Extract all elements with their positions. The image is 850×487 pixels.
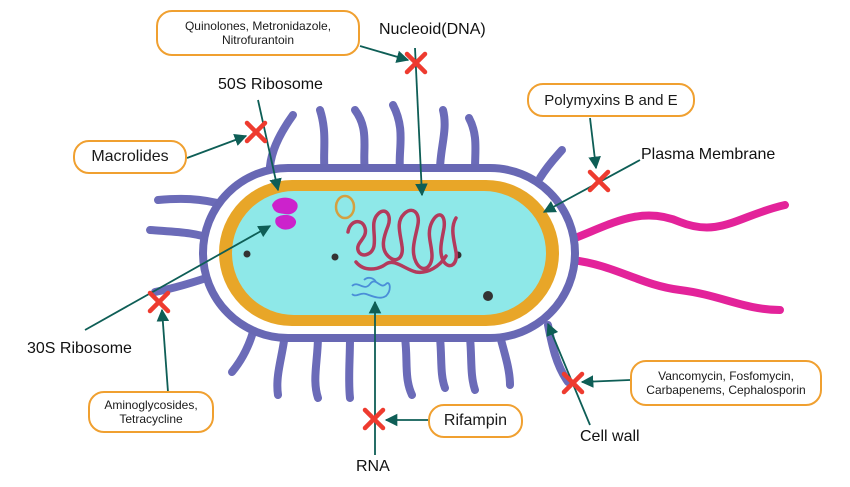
nucleoid-dna xyxy=(346,208,459,275)
cross-50s xyxy=(244,120,268,144)
drug-text: Nitrofurantoin xyxy=(221,33,295,47)
label-plasma-membrane: Plasma Membrane xyxy=(641,146,776,163)
rna-strand xyxy=(351,276,391,299)
cytoplasm xyxy=(232,191,546,315)
drug-text: Rifampin xyxy=(443,412,508,429)
arrow-macrolides xyxy=(186,134,248,159)
cross-nucleoid xyxy=(404,51,428,75)
drug-text: Macrolides xyxy=(91,148,169,165)
pointer-arrows xyxy=(84,45,641,455)
arrow-aminoglycosides xyxy=(156,308,170,393)
drug-text: Carbapenems, Cephalosporin xyxy=(646,383,806,397)
label-nucleoid: Nucleoid(DNA) xyxy=(379,21,486,38)
arrow-polymyxins xyxy=(588,117,601,170)
arrow-quinolones xyxy=(359,45,410,63)
label-rna: RNA xyxy=(356,458,390,475)
drug-text: Quinolones, Metronidazole, xyxy=(184,19,332,33)
drug-text: Aminoglycosides, xyxy=(104,398,198,412)
granule-dot xyxy=(243,250,251,258)
flagella xyxy=(566,201,789,314)
arrow-cell-wall xyxy=(546,322,591,426)
inhibition-crosses xyxy=(147,51,611,431)
drug-box-macrolides: Macrolides xyxy=(73,140,187,174)
label-cell-wall: Cell wall xyxy=(580,428,640,445)
drug-box-rifampin: Rifampin xyxy=(428,404,523,438)
label-50s-ribosome: 50S Ribosome xyxy=(218,76,323,93)
ribosome xyxy=(272,197,298,230)
drug-box-aminoglycosides: Aminoglycosides, Tetracycline xyxy=(88,391,214,433)
drug-text: Vancomycin, Fosfomycin, xyxy=(658,369,794,383)
cross-polymyxins xyxy=(587,169,611,193)
arrow-30s xyxy=(84,225,272,331)
plasmid xyxy=(334,194,356,220)
drug-box-quinolones: Quinolones, Metronidazole, Nitrofurantoi… xyxy=(156,10,360,56)
granule-dot xyxy=(331,253,339,261)
cross-rna xyxy=(362,407,386,431)
label-30s-ribosome: 30S Ribosome xyxy=(27,340,132,357)
cross-cell-wall xyxy=(561,371,585,395)
arrow-nucleoid xyxy=(414,47,428,197)
arrow-50s xyxy=(257,99,282,192)
arrow-vancomycin xyxy=(580,375,631,388)
drug-text: Polymyxins B and E xyxy=(544,91,678,109)
granule-dot xyxy=(483,291,493,301)
drug-box-polymyxins: Polymyxins B and E xyxy=(527,83,695,117)
drug-box-vancomycin: Vancomycin, Fosfomycin, Carbapenems, Cep… xyxy=(630,360,822,406)
cross-30s xyxy=(147,290,171,314)
drug-text: Tetracycline xyxy=(119,412,183,426)
